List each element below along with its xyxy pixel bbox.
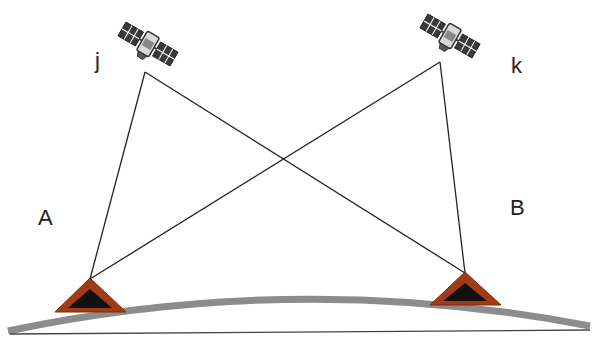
satellite-symbol [416, 11, 481, 64]
satellite-label: j [95, 50, 100, 72]
signal-lines [90, 62, 465, 279]
earth-baseline [10, 330, 590, 334]
satellite-symbol [114, 19, 179, 72]
ground-station-symbol [55, 278, 126, 312]
satellite-label: k [511, 55, 522, 77]
ground-station-symbol [430, 272, 501, 305]
station-label: A [38, 207, 53, 229]
station-label: B [510, 197, 525, 219]
